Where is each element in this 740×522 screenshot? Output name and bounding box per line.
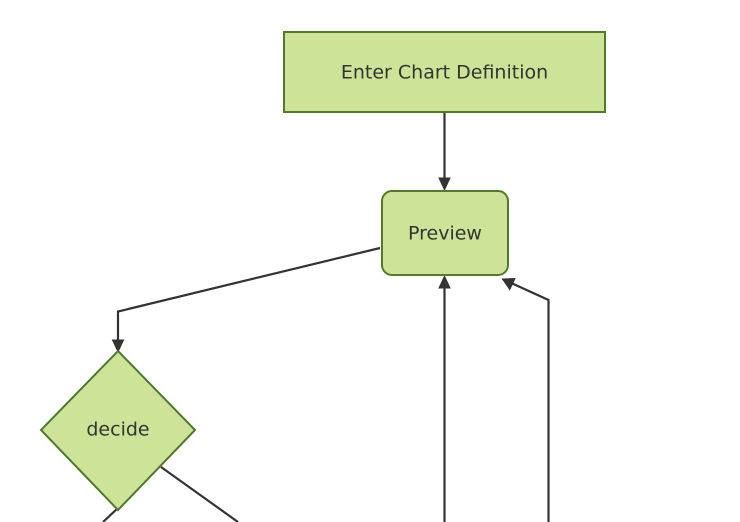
arrow-head-icon [111, 339, 125, 353]
node-rounded-rect [381, 190, 509, 276]
edge-decide-bottom-right[interactable] [160, 466, 239, 522]
edge-bottom-right-to-preview[interactable] [501, 278, 550, 522]
edge-line [160, 466, 239, 522]
node-preview[interactable]: Preview [381, 190, 509, 276]
arrow-head-icon [501, 278, 516, 291]
edge-preview-to-decide[interactable] [111, 246, 381, 353]
node-rect [283, 31, 606, 113]
node-decide[interactable]: decide [39, 349, 197, 512]
edge-line [508, 280, 550, 522]
node-enter-chart-definition[interactable]: Enter Chart Definition [283, 31, 606, 113]
edge-bottom-center-to-preview[interactable] [438, 275, 451, 522]
edge-layer [102, 113, 550, 522]
arrow-head-icon [438, 177, 451, 191]
edge-line [116, 246, 381, 345]
edge-line [102, 507, 119, 522]
node-layer: Enter Chart Definition Preview decide [39, 31, 606, 512]
edge-enter-to-preview[interactable] [438, 113, 451, 191]
arrow-head-icon [438, 275, 451, 289]
node-diamond [39, 349, 197, 512]
edge-decide-bottom-left[interactable] [102, 507, 119, 522]
